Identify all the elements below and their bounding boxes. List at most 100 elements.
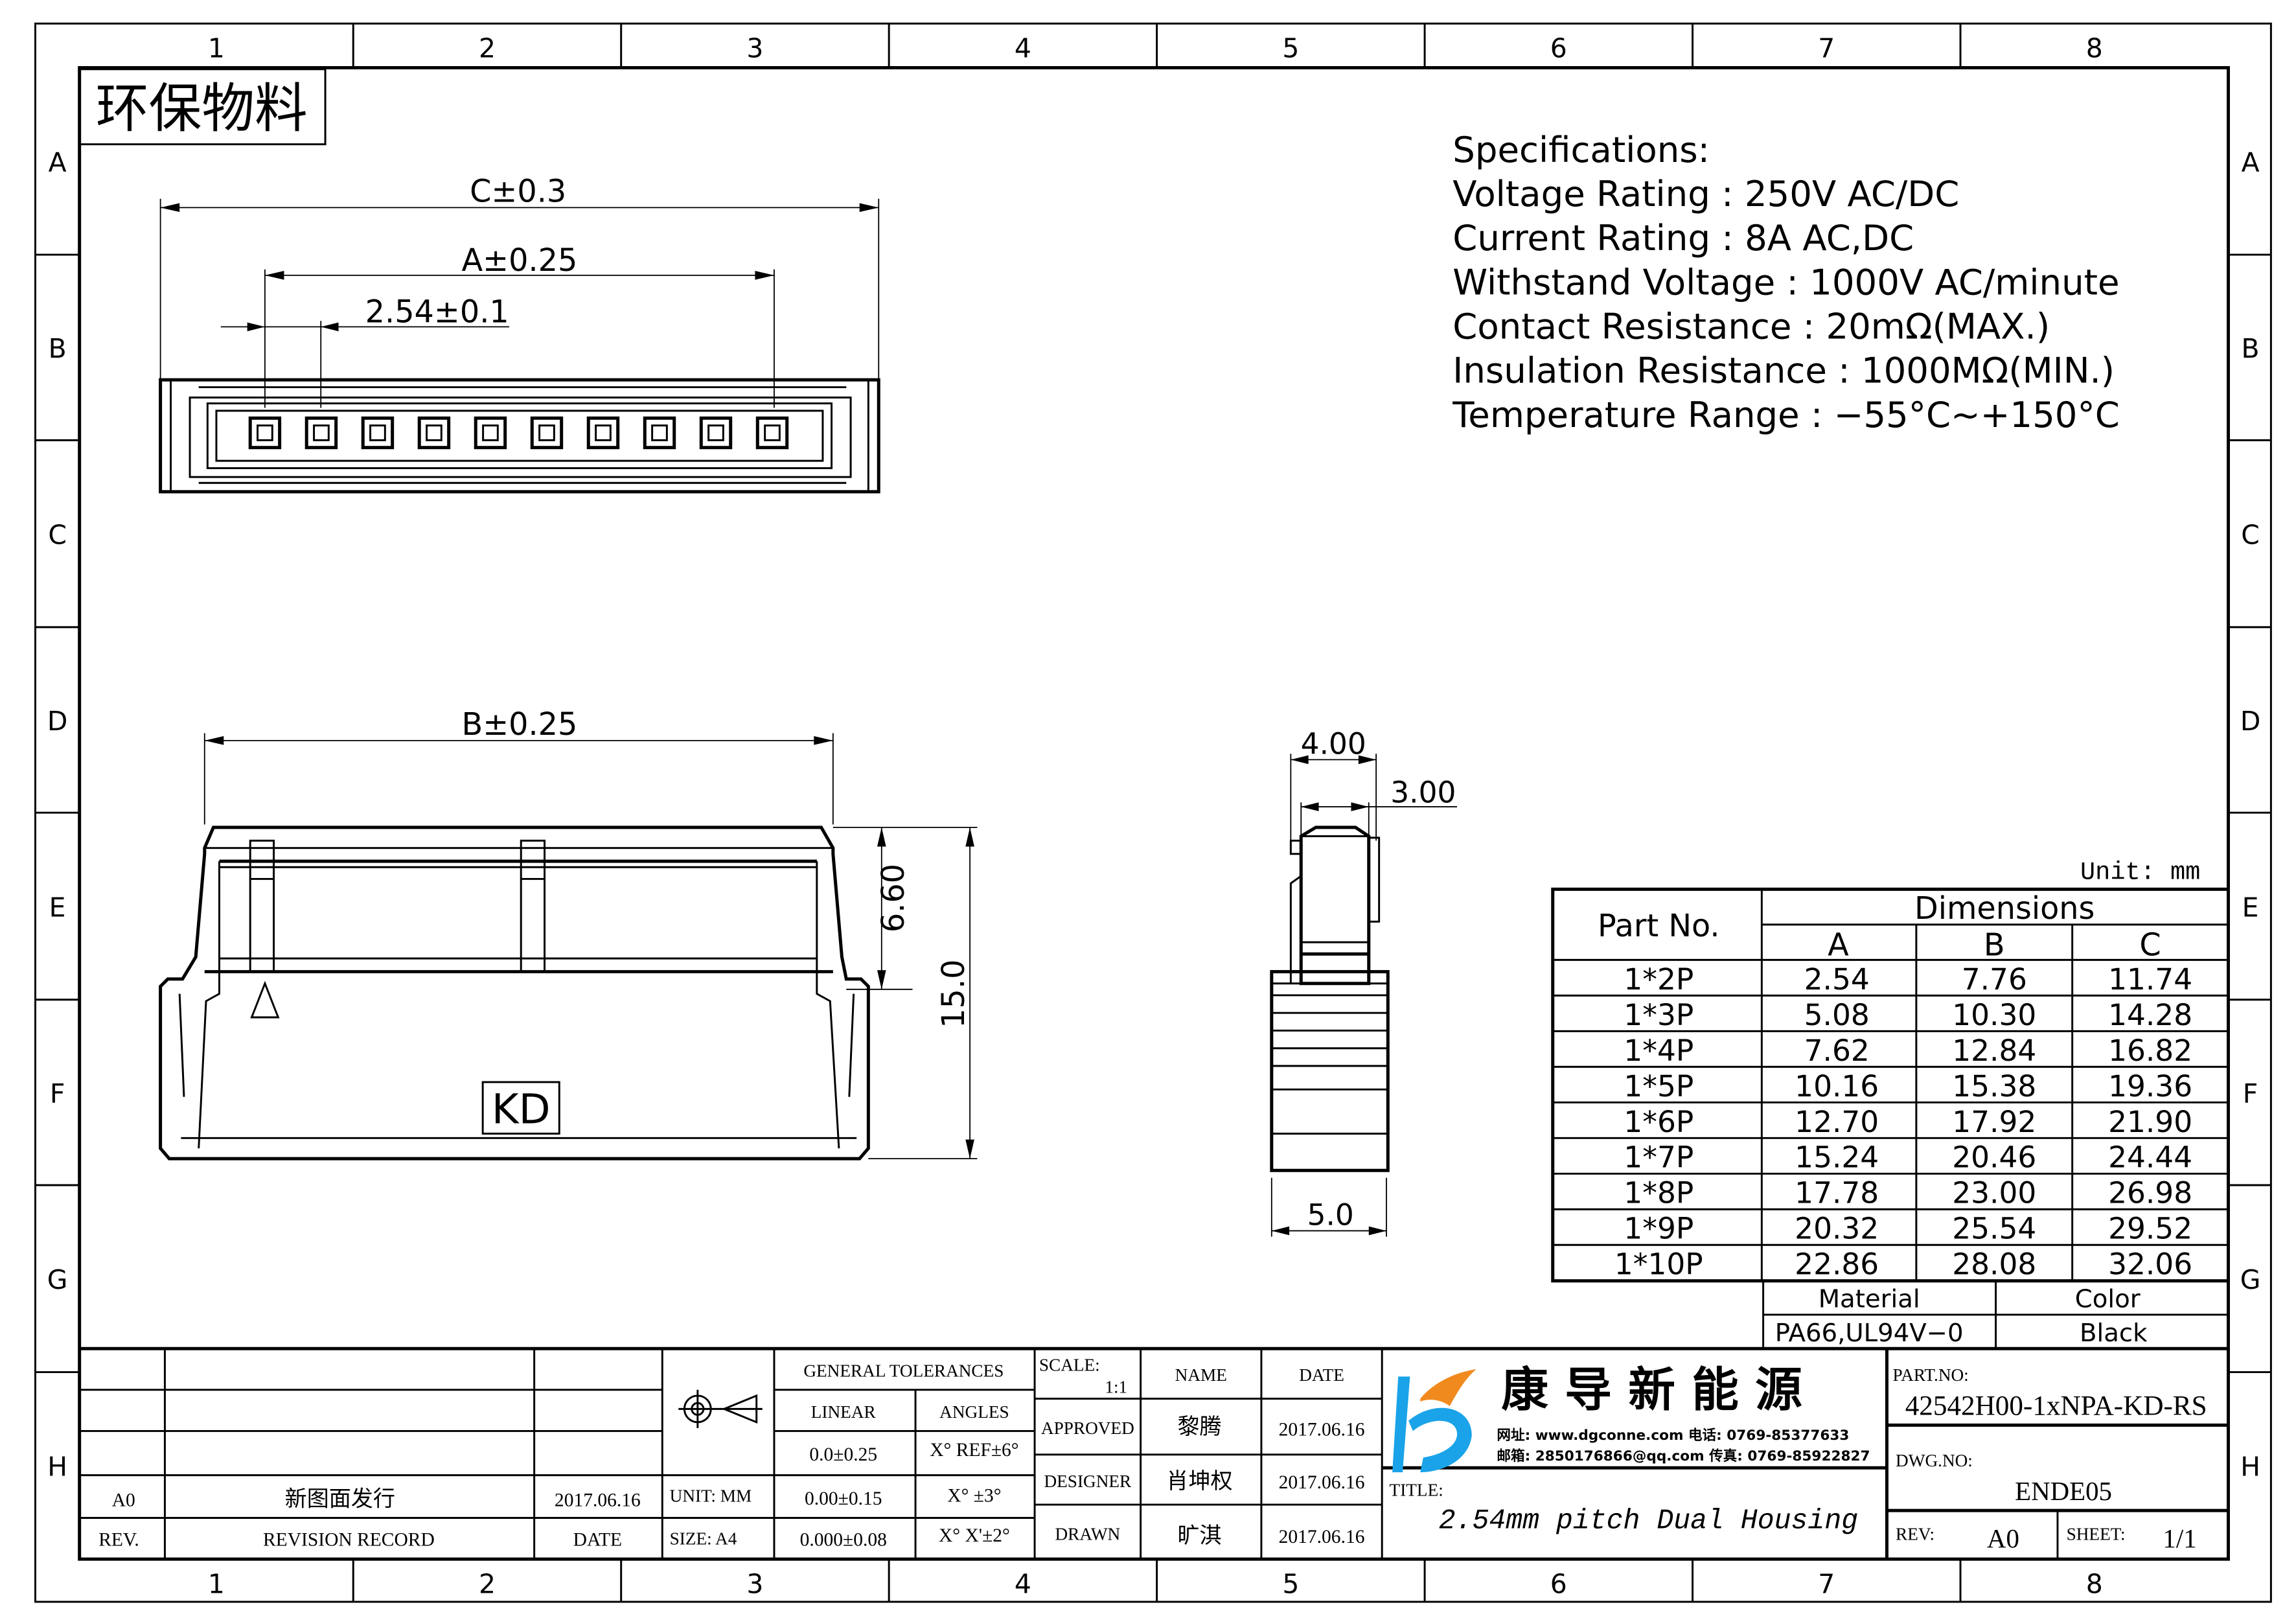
frame-row-label-left: E	[49, 892, 66, 923]
color-label: Color	[2075, 1285, 2141, 1314]
dim-a-cell: 7.62	[1804, 1034, 1870, 1068]
dim-400-label: 4.00	[1301, 726, 1366, 761]
dwg-no-label: DWG.NO:	[1896, 1451, 1973, 1470]
frame-column-label-top: 5	[1282, 33, 1299, 64]
dim-b-cell: 12.84	[1952, 1034, 2036, 1068]
frame-column-label-top: 7	[1818, 33, 1835, 64]
part-no-cell: 1*6P	[1624, 1105, 1693, 1139]
company-web-phone: 网址: www.dgconne.com 电话: 0769-85377633	[1497, 1427, 1849, 1444]
kd-marking-box	[481, 1081, 560, 1135]
dim-a-cell: 10.16	[1795, 1069, 1879, 1104]
dim-b-cell: 15.38	[1952, 1069, 2036, 1104]
revision-record-text: 新图面发行	[285, 1486, 395, 1511]
dim-300-label: 3.00	[1390, 775, 1456, 809]
dim-b-cell: 23.00	[1952, 1176, 2036, 1210]
frame-row-label-right: B	[2242, 333, 2260, 364]
name-header: NAME	[1175, 1365, 1227, 1385]
size-value: SIZE: A4	[670, 1529, 737, 1548]
logo-blue-stroke	[1392, 1376, 1410, 1473]
frame-row-label-right: H	[2240, 1451, 2260, 1483]
eco-material-stamp: 环保物料	[78, 68, 327, 146]
rev-value: A0	[1987, 1524, 2019, 1553]
frame-column-label-top: 4	[1015, 33, 1031, 64]
spec-line: Contact Resistance : 20mΩ(MAX.)	[1452, 306, 2050, 347]
company-email-fax: 邮箱: 2850176866@qq.com 传真: 0769-85922827	[1497, 1448, 1870, 1464]
pin-cavity	[699, 416, 733, 450]
frame-row-label-right: A	[2242, 147, 2260, 178]
pin-cavity	[530, 416, 564, 450]
angles-header: ANGLES	[939, 1402, 1009, 1422]
tolerances-title: GENERAL TOLERANCES	[803, 1361, 1004, 1380]
pin-cavity-inner	[257, 424, 273, 441]
dim-b-cell: 20.46	[1952, 1140, 2036, 1175]
approval-date-header: DATE	[1299, 1365, 1344, 1385]
frame-column-label-bottom: 7	[1818, 1568, 1835, 1599]
part-no-cell: 1*10P	[1614, 1247, 1703, 1282]
pin-cavity-inner	[764, 424, 781, 441]
dim-a-cell: 12.70	[1795, 1105, 1879, 1139]
stamp-text: 环保物料	[96, 79, 308, 138]
dim-a-cell: 2.54	[1804, 962, 1870, 997]
sheet-label: SHEET:	[2067, 1525, 2126, 1544]
frame-column-label-top: 8	[2086, 33, 2103, 64]
dim-b-cell: 25.54	[1952, 1212, 2036, 1246]
unit-label: Unit: mm	[2080, 858, 2200, 886]
tol-linear-1: 0.0±0.25	[809, 1444, 877, 1465]
drawn-label: DRAWN	[1055, 1525, 1120, 1544]
dim-b-cell: 28.08	[1952, 1247, 2036, 1282]
sheet-value: 1/1	[2163, 1524, 2196, 1553]
kd-marking: KD	[492, 1086, 551, 1134]
company-name: 康 导 新 能 源	[1501, 1363, 1802, 1418]
part-no-cell: 1*3P	[1624, 998, 1693, 1032]
scale-value: 1:1	[1105, 1377, 1127, 1396]
date-header: DATE	[573, 1530, 622, 1551]
revision-record: A0 新图面发行 2017.06.16 REV. REVISION RECORD…	[79, 1348, 1035, 1560]
tol-linear-3: 0.000±0.08	[800, 1530, 887, 1551]
part-info: PART.NO: 42542H00-1xNPA-KD-RS DWG.NO: EN…	[1885, 1348, 2229, 1560]
dim-c-cell: 19.36	[2108, 1069, 2192, 1104]
col-header-c: C	[2139, 928, 2161, 964]
dim-c-cell: 26.98	[2108, 1176, 2192, 1210]
dim-150-label: 15.0	[936, 960, 972, 1028]
dim-c-cell: 24.44	[2108, 1140, 2192, 1175]
dimensions-header: Dimensions	[1914, 891, 2095, 927]
dim-pitch-label: 2.54±0.1	[365, 295, 509, 330]
pin-cavity-inner	[595, 424, 612, 441]
designer-name: 肖坤权	[1166, 1469, 1232, 1494]
frame-row-label-left: C	[48, 520, 67, 551]
part-no-label: PART.NO:	[1893, 1365, 1969, 1385]
frame-column-label-bottom: 2	[479, 1568, 496, 1599]
spec-line: Withstand Voltage : 1000V AC/minute	[1452, 261, 2119, 303]
pin-cavity	[417, 416, 451, 450]
rev-label: REV:	[1896, 1525, 1934, 1544]
pin-cavity	[755, 416, 789, 450]
spec-line: Insulation Resistance : 1000MΩ(MIN.)	[1452, 350, 2115, 391]
frame-row-label-right: E	[2242, 892, 2259, 923]
dim-c-cell: 32.06	[2108, 1247, 2192, 1282]
frame-row-label-left: A	[49, 147, 67, 178]
frame-column-label-bottom: 8	[2086, 1568, 2103, 1599]
material-value: PA66,UL94V−0	[1775, 1319, 1964, 1348]
pin-cavity	[361, 416, 395, 450]
frame-column-label-bottom: 4	[1015, 1568, 1031, 1599]
unit-value: UNIT: MM	[670, 1486, 752, 1506]
approved-date: 2017.06.16	[1279, 1419, 1365, 1440]
title-block: A0 新图面发行 2017.06.16 REV. REVISION RECORD…	[79, 1346, 2229, 1560]
pin-cavity	[586, 416, 620, 450]
material-label: Material	[1819, 1285, 1920, 1314]
dim-a-cell: 15.24	[1795, 1140, 1879, 1175]
approvals: SCALE: 1:1 NAME DATE APPROVED 黎腾 2017.06…	[1035, 1348, 1383, 1560]
pin-cavity-inner	[369, 424, 386, 441]
dim-a-label: A±0.25	[462, 243, 578, 279]
col-header-b: B	[1984, 928, 2005, 964]
frame-row-label-right: F	[2243, 1078, 2258, 1109]
frame-column-label-bottom: 1	[208, 1568, 225, 1599]
frame-column-label-bottom: 5	[1282, 1568, 1299, 1599]
approved-name: 黎腾	[1177, 1415, 1221, 1439]
frame-row-label-left: B	[49, 333, 67, 364]
dim-c-cell: 14.28	[2108, 998, 2192, 1032]
scale-label: SCALE:	[1039, 1355, 1100, 1374]
dim-50-label: 5.0	[1307, 1197, 1354, 1232]
